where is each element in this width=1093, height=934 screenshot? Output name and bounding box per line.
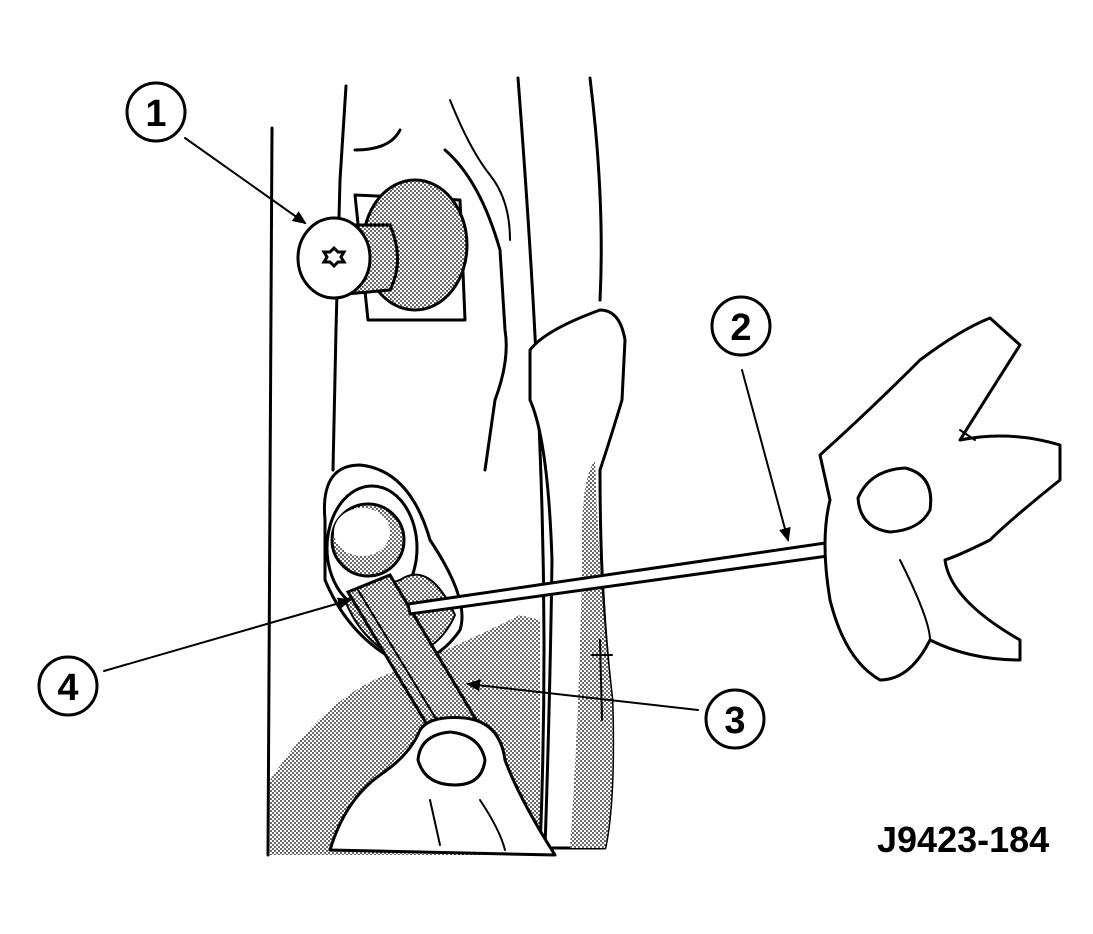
leader-lines <box>103 137 791 711</box>
upper-hinge-bolt <box>296 178 469 322</box>
leader-line-3 <box>466 679 699 711</box>
callout-4-label: 4 <box>57 667 78 709</box>
figure-id: J9423-184 <box>877 819 1049 860</box>
pin-removal-rod <box>406 533 888 616</box>
callout-2: 2 <box>710 295 772 357</box>
leader-line-2 <box>741 369 791 542</box>
callout-4: 4 <box>37 655 99 717</box>
right-hand <box>818 316 1062 682</box>
lower-hand <box>328 716 557 857</box>
callout-1-label: 1 <box>145 93 166 135</box>
callout-2-label: 2 <box>730 307 751 349</box>
callout-3: 3 <box>704 688 766 750</box>
callout-3-label: 3 <box>724 700 745 742</box>
torx-icon <box>321 245 347 269</box>
leader-line-1 <box>184 137 307 225</box>
leader-line-4 <box>103 597 352 672</box>
callout-1: 1 <box>125 81 187 143</box>
door-edge-panel <box>266 84 511 857</box>
